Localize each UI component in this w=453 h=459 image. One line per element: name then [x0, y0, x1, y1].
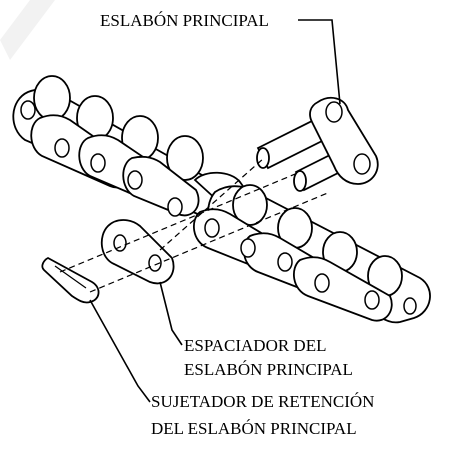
watermark-mark	[0, 0, 55, 60]
spacer-plate-hole-1	[113, 234, 127, 252]
label-master-link: ESLABÓN PRINCIPAL	[100, 11, 269, 30]
chain-pin-holes-lower	[204, 218, 417, 315]
master-link-plate-rivet-2	[353, 153, 371, 175]
master-link-plate-rivet-1	[325, 101, 343, 123]
leader-clip	[89, 299, 151, 403]
chain-rollers-upper	[33, 75, 204, 181]
label-clip-line1: SUJETADOR DE RETENCIÓN	[151, 392, 374, 411]
retaining-clip-slot	[54, 265, 87, 289]
master-link-pin-lower-end	[293, 170, 307, 192]
label-spacer-line2: ESLABÓN PRINCIPAL	[184, 360, 353, 379]
retaining-clip-part	[41, 256, 100, 304]
master-link-pin-upper-end	[256, 147, 270, 169]
label-spacer-line1: ESPACIADOR DEL	[184, 336, 326, 355]
leader-spacer	[159, 281, 183, 346]
leader-lines	[89, 19, 341, 403]
label-clip-line2: DEL ESLABÓN PRINCIPAL	[151, 419, 357, 438]
spacer-plate-part	[100, 219, 175, 285]
chain-pin-holes-upper	[20, 100, 183, 217]
retaining-clip	[41, 256, 100, 304]
leader-master-link	[298, 19, 341, 105]
assembly-lines	[59, 157, 331, 293]
master-link-part	[256, 96, 379, 192]
chain-section-upper	[12, 75, 252, 218]
chain-section-lower	[193, 184, 431, 324]
spacer-plate-hole-2	[148, 254, 162, 272]
